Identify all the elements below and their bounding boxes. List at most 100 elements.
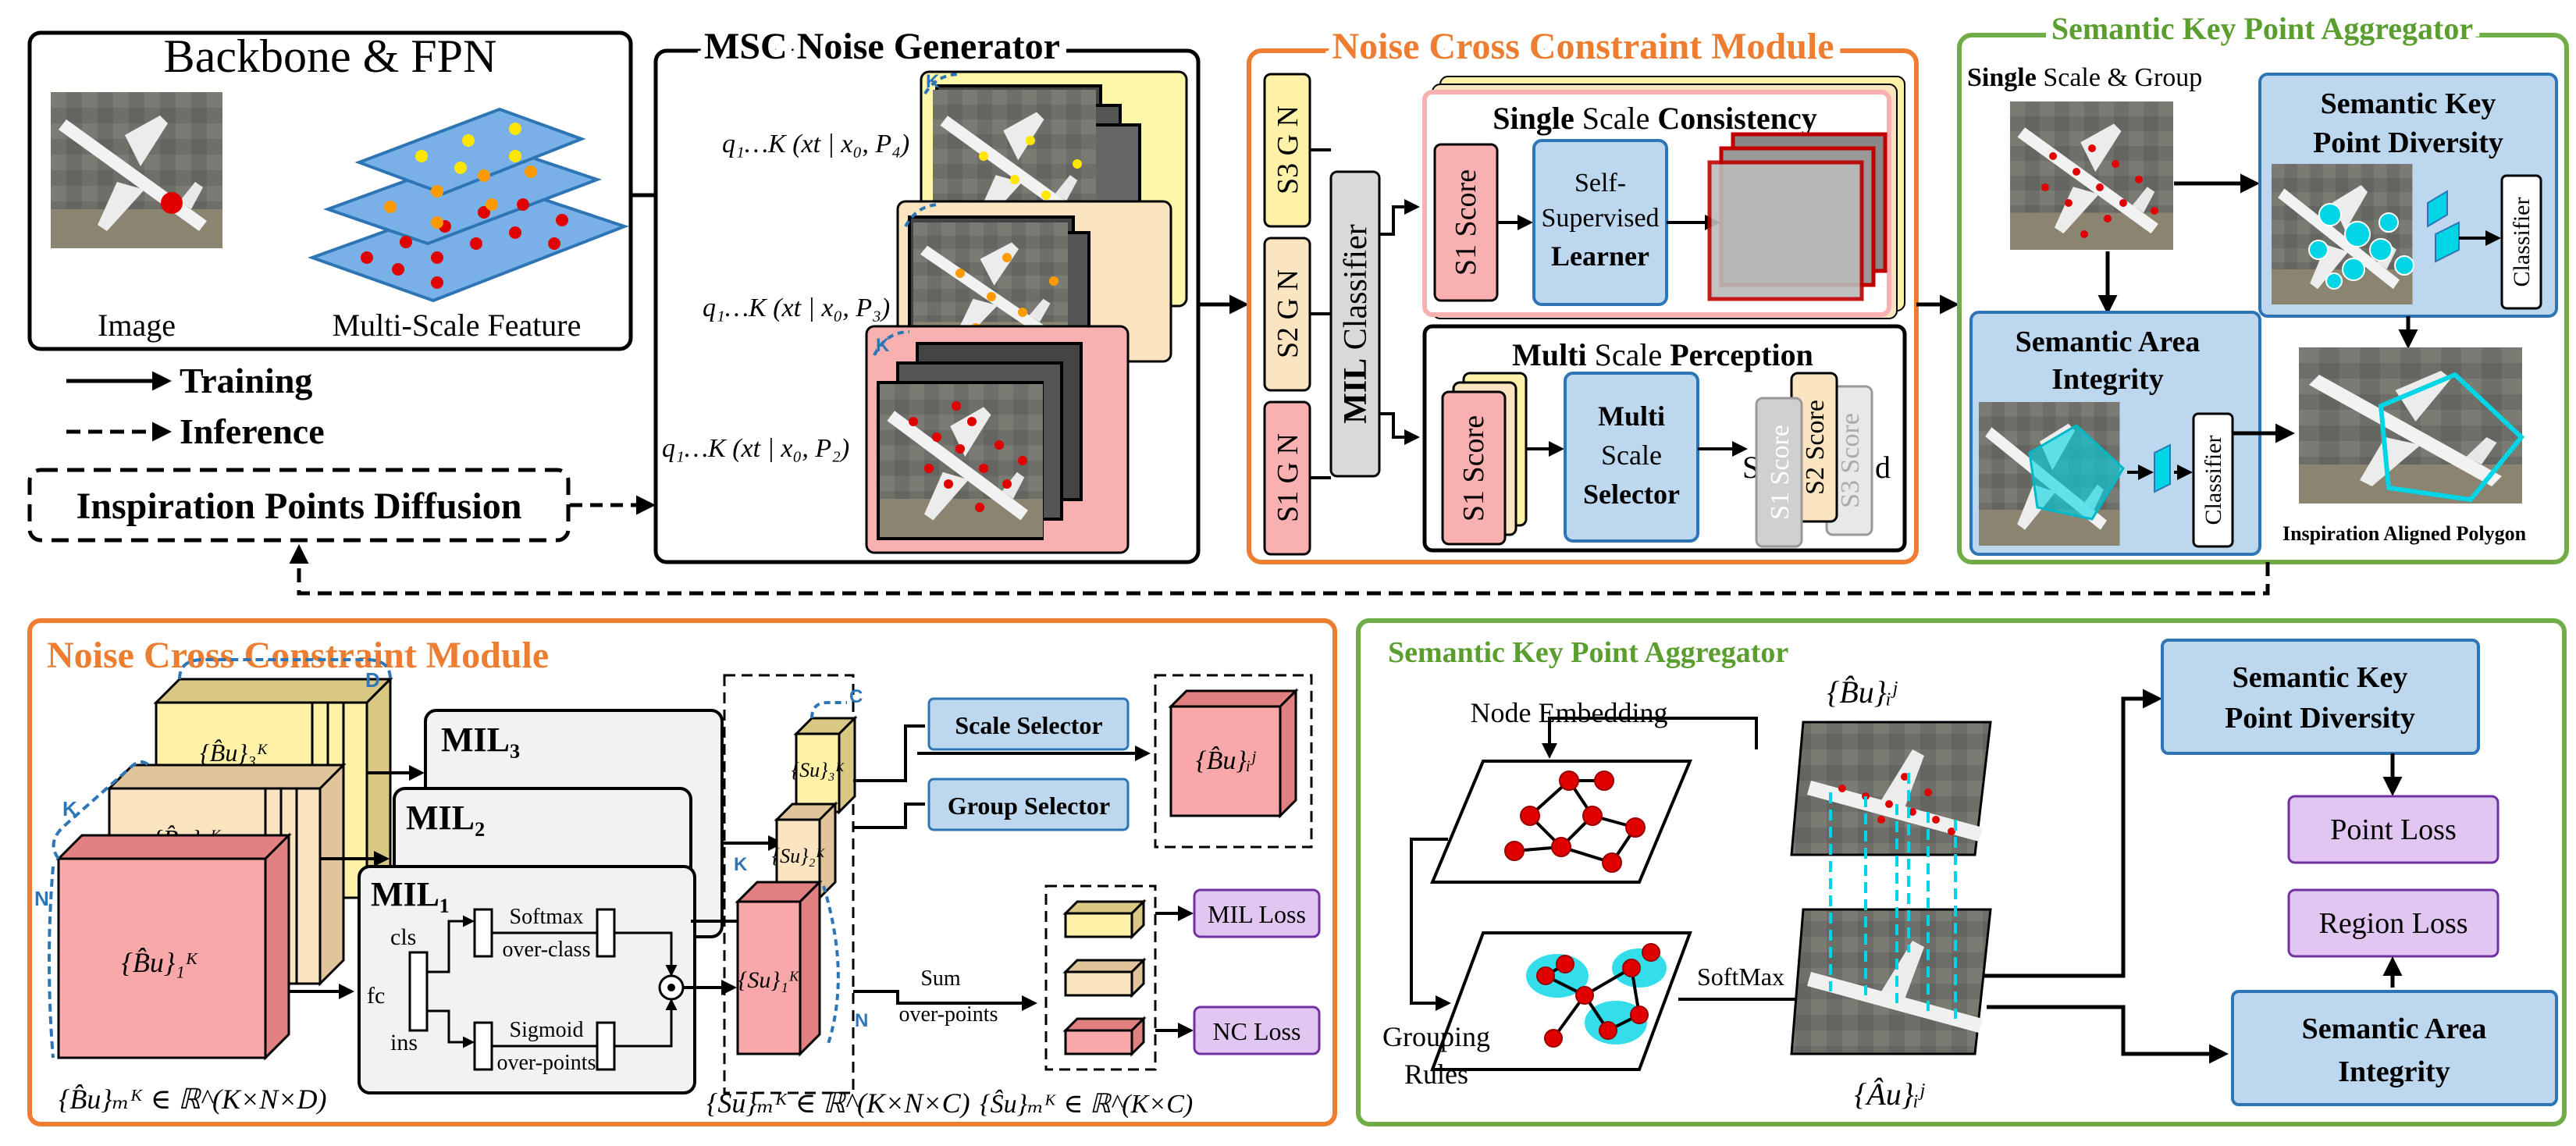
ssc-title: Single Scale Consistency <box>1493 101 1817 136</box>
formula-s: {Su}ₘᴷ ∈ ℝ^(K×N×C) <box>706 1087 970 1119</box>
s3-label: {Su}₃ᴷ <box>792 759 845 781</box>
nccm-bottom-title: Noise Cross Constraint Module <box>47 635 549 676</box>
grouping-line2: Rules <box>1404 1059 1468 1090</box>
skpa-top-panel: Semantic Key Point Aggregator Single Sca… <box>1957 4 2569 564</box>
msp-s1-score: S1 Score <box>1457 415 1490 521</box>
b3-label: {B̂u}₃ᴷ <box>200 738 269 767</box>
c-label: C <box>849 686 863 707</box>
q2-label: q₁…K (xt | x₀, P₂) <box>662 434 849 463</box>
mil2-label: MIL₂ <box>406 799 485 837</box>
mil-loss: MIL Loss <box>1208 900 1306 928</box>
group-selector: Group Selector <box>948 792 1110 820</box>
mss-line2: Scale <box>1601 440 1662 471</box>
integrity-box: Semantic Area Integrity Classifier <box>1969 311 2261 556</box>
bij-label-br: {B̂u}ᵢʲ <box>1827 674 1898 710</box>
aij-label: {Âu}ᵢʲ <box>1854 1077 1925 1112</box>
mil-classifier: MIL Classifier <box>1338 224 1374 423</box>
mss-line3: Selector <box>1583 479 1680 510</box>
k-label-s: K <box>734 854 748 875</box>
ssc-output-map <box>1707 160 1864 301</box>
softmax-label: SoftMax <box>1697 963 1784 991</box>
ssg-label: Single Scale & Group <box>1967 63 2202 92</box>
bij-label-bl: {B̂u}ᵢʲ <box>1196 746 1256 775</box>
cls-label: cls <box>390 924 416 950</box>
softmax-line1: Softmax <box>510 905 584 929</box>
q3-label: q₁…K (xt | x₀, P₃) <box>703 294 890 322</box>
formula-s-hat: {Ŝu}ₘᴷ ∈ ℝ^(K×C) <box>980 1089 1193 1119</box>
diversity-box: Semantic Key Point Diversity Classifier <box>2258 73 2558 318</box>
bij-image <box>1790 721 1992 856</box>
fc-label: fc <box>367 983 385 1009</box>
skpa-top-title: Semantic Key Point Aggregator <box>2051 11 2473 46</box>
b1-label: {B̂u}₁ᴷ <box>121 947 198 978</box>
s-hat-stacks <box>1062 899 1147 1057</box>
s3-stack: {Su}₃ᴷ <box>792 715 858 815</box>
sigmoid-line2: over-points <box>497 1051 596 1075</box>
diversity-line1: Semantic Key <box>2321 87 2496 120</box>
skpa-bottom-panel: Semantic Key Point Aggregator {B̂u}ᵢʲ No… <box>1356 618 2567 1126</box>
inspiration-points-diffusion: Inspiration Points Diffusion <box>27 468 571 543</box>
aij-image <box>1790 908 1992 1055</box>
legend-inference: Inference <box>180 411 325 451</box>
mil3-label: MIL₃ <box>441 721 520 759</box>
ipd-label: Inspiration Points Diffusion <box>76 486 522 527</box>
skpa-bottom-title: Semantic Key Point Aggregator <box>1388 636 1788 669</box>
multi-scale-perception: Multi Scale Perception S1 Score Multi Sc… <box>1422 324 1907 553</box>
image-label: Image <box>98 308 176 343</box>
integrity-line1: Semantic Area <box>2016 326 2201 358</box>
s1-stack: {Su}₁ᴷ <box>735 879 823 1057</box>
sum-line1: Sum <box>920 966 961 991</box>
sigmoid-line1: Sigmoid <box>510 1018 584 1042</box>
mil1-label: MIL₁ <box>371 875 450 913</box>
s3-gn: S3 G N <box>1272 105 1304 194</box>
ssl-line1: Self- <box>1574 169 1626 198</box>
node-graph <box>1429 760 1693 884</box>
legend-training: Training <box>180 361 312 400</box>
formula-b: {B̂u}ₘᴷ ∈ ℝ^(K×N×D) <box>59 1084 327 1115</box>
k-label-p4: K <box>926 71 940 92</box>
integrity-classifier: Classifier <box>2201 436 2226 525</box>
ins-label: ins <box>390 1030 418 1055</box>
k-label-p2: K <box>876 335 890 356</box>
nccm-top-title: Noise Cross Constraint Module <box>1332 26 1834 67</box>
score-s1: S1 Score <box>1766 425 1795 520</box>
node-embedding: Node Embedding <box>1471 697 1668 728</box>
mil1-block: MIL₁ fc cls ins Softmax over-class Sigmo… <box>358 865 696 1094</box>
br-diversity-line1: Semantic Key <box>2233 661 2408 694</box>
diversity-classifier: Classifier <box>2509 198 2535 287</box>
single-scale-consistency: Single Scale Consistency S1 Score Self- … <box>1422 76 1905 319</box>
q4-label: q₁…K (xt | x₀, P₄) <box>722 130 909 158</box>
br-integrity-line2: Integrity <box>2338 1055 2450 1088</box>
grouping-line1: Grouping <box>1382 1021 1490 1052</box>
inspiration-aligned-polygon <box>2299 347 2525 504</box>
softmax-line2: over-class <box>503 938 591 962</box>
msp-title: Multi Scale Perception <box>1512 337 1813 372</box>
legend: Training Inference <box>66 361 325 451</box>
input-image <box>51 92 222 248</box>
s1-gn: S1 G N <box>1272 433 1304 522</box>
br-diversity-line2: Point Diversity <box>2225 702 2415 735</box>
ssl-line3: Learner <box>1551 240 1649 272</box>
nccm-bottom-panel: Noise Cross Constraint Module {B̂u}₃ᴷ {B… <box>27 618 1337 1126</box>
br-integrity-line1: Semantic Area <box>2302 1013 2487 1045</box>
d-label: D <box>365 668 380 692</box>
bij-cube: {B̂u}ᵢʲ <box>1168 688 1299 819</box>
b1-stack: {B̂u}₁ᴷ <box>55 832 292 1061</box>
msc-noise-generator-panel: MSC Noise Generator q₁…K (xt | x₀, P₄) q… <box>653 19 1201 564</box>
score-s2: S2 Score <box>1801 400 1830 495</box>
scale-selector: Scale Selector <box>955 711 1102 739</box>
score-s3: S3 Score <box>1836 413 1865 508</box>
backbone-title: Backbone & FPN <box>164 30 497 82</box>
nccm-top-panel: Noise Cross Constraint Module S3 G N S2 … <box>1247 19 1919 564</box>
multi-scale-feature-stack <box>308 107 629 303</box>
n-label-bl: N <box>34 887 49 910</box>
s1-label: {Su}₁ᴷ <box>738 967 799 993</box>
ssg-image <box>2010 101 2173 250</box>
mss-line1: Multi <box>1598 400 1665 432</box>
backbone-fpn-panel: Backbone & FPN Image Mu <box>27 30 633 351</box>
ssc-s1-score: S1 Score <box>1450 169 1482 276</box>
iap-label: Inspiration Aligned Polygon <box>2282 522 2527 545</box>
msc-title: MSC Noise Generator <box>704 26 1060 67</box>
